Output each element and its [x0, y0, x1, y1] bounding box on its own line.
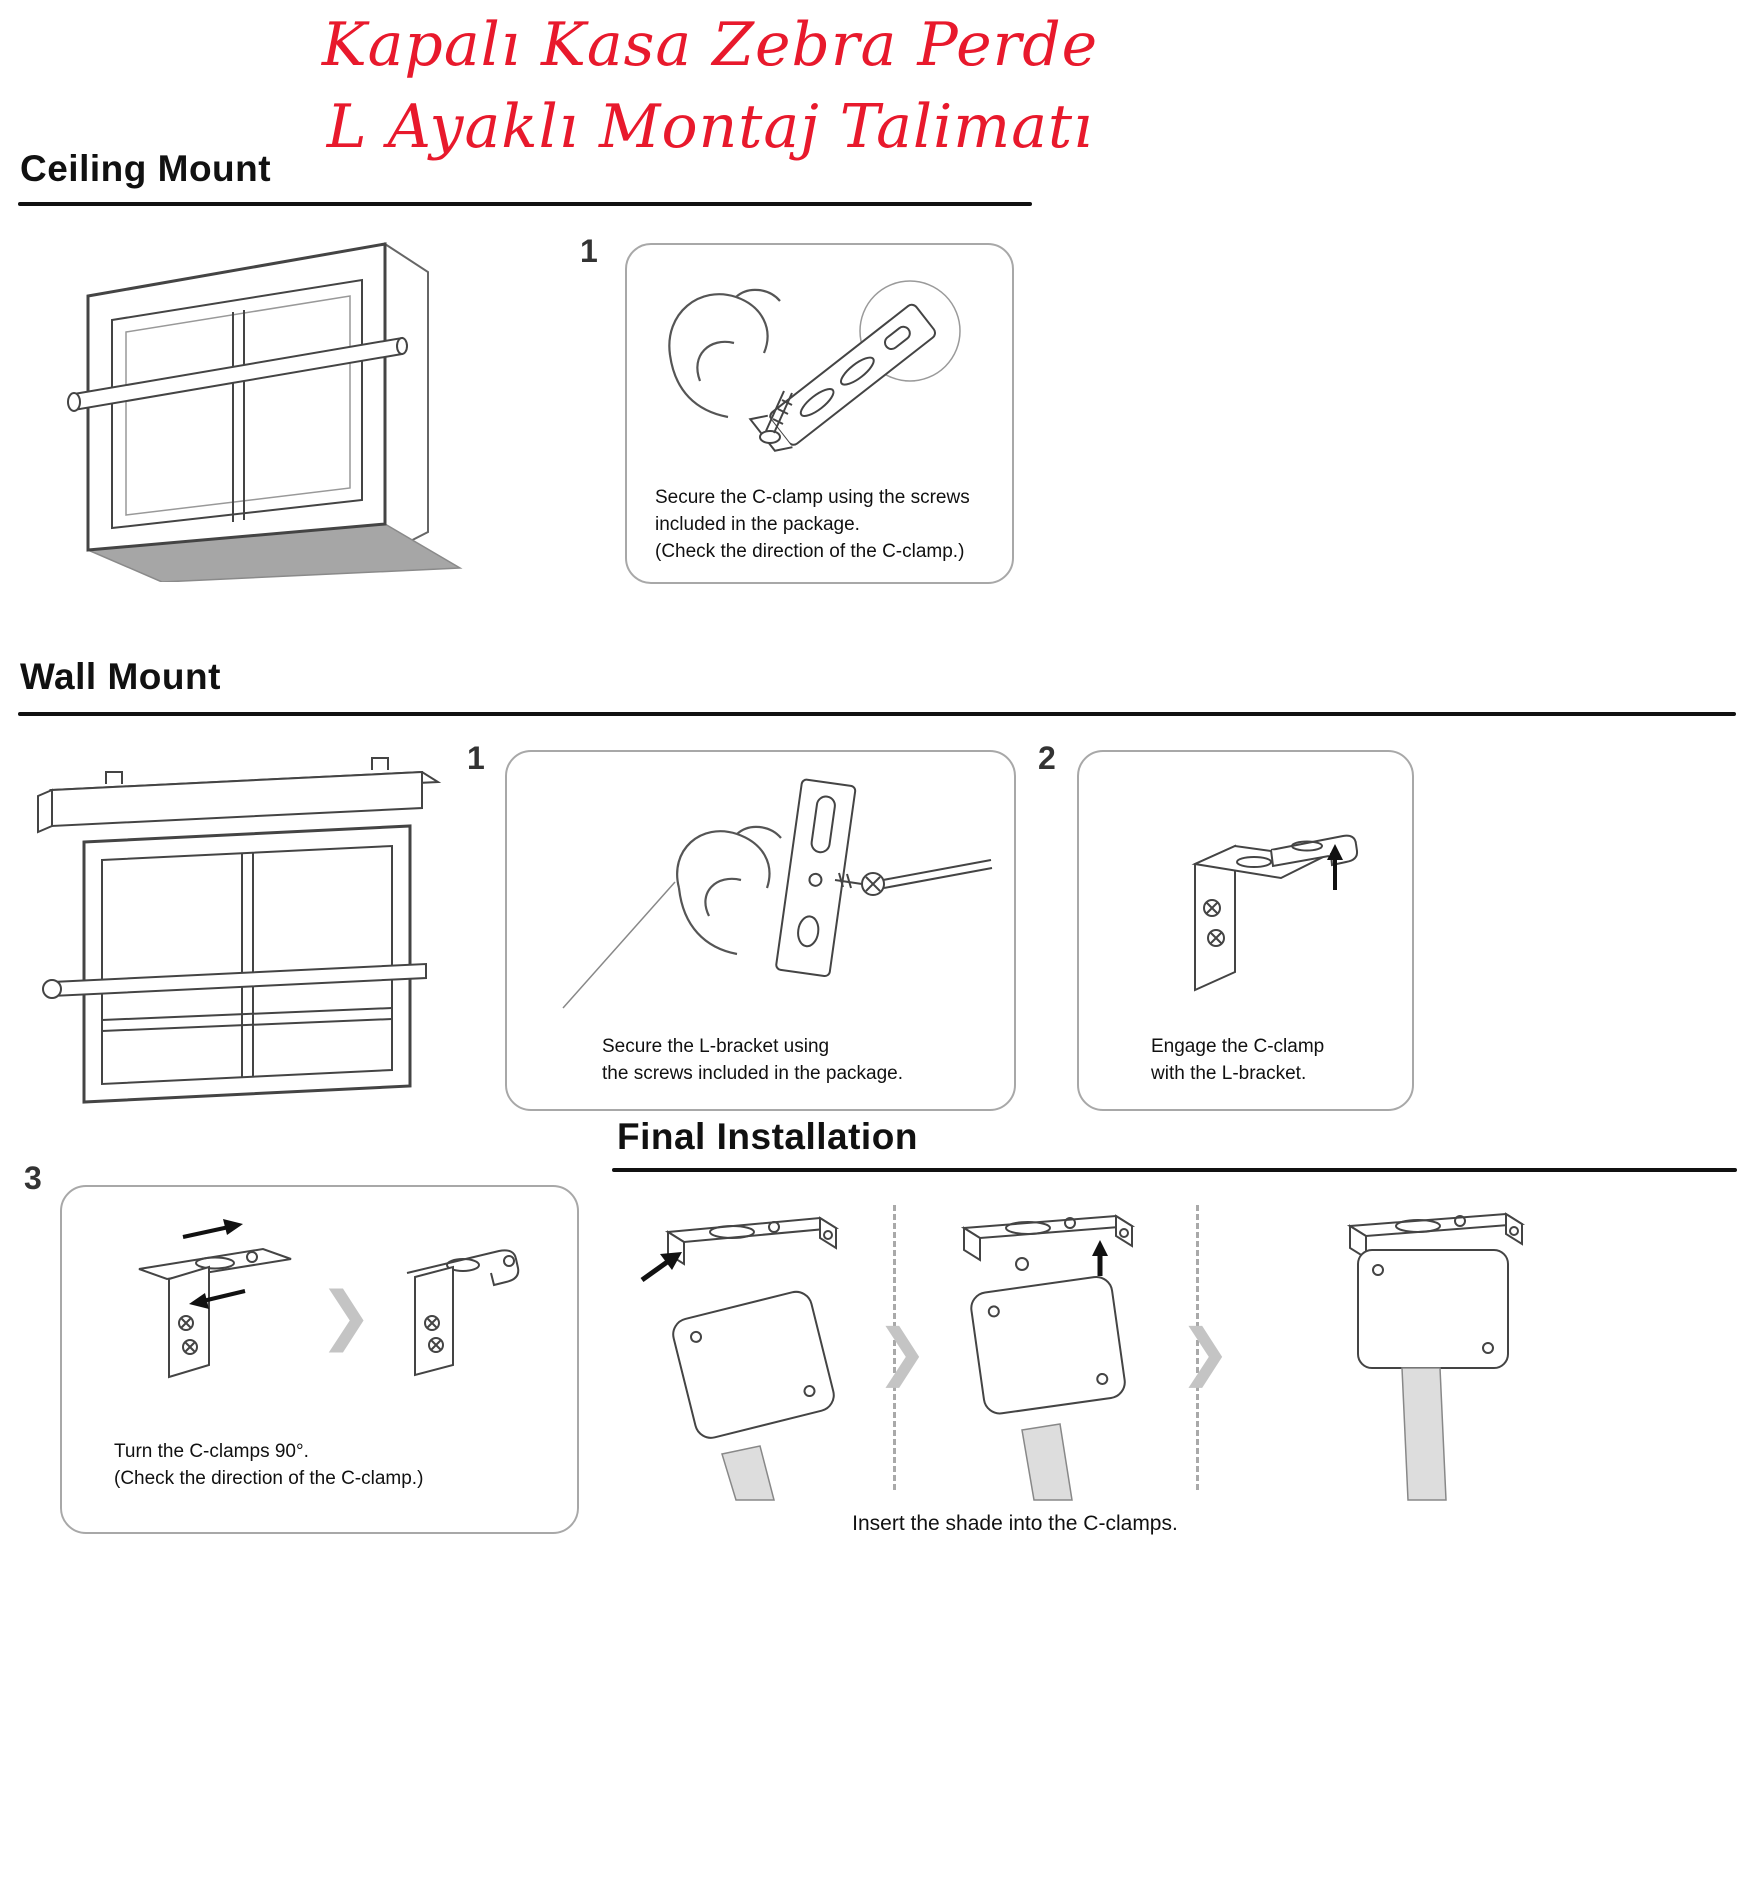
final-installation-heading: Final Installation: [617, 1116, 918, 1157]
insert-shade-caption: Insert the shade into the C-clamps.: [852, 1512, 1178, 1535]
caption-line: included in the package.: [655, 513, 860, 535]
caption-line: with the L-bracket.: [1151, 1062, 1307, 1084]
next-step-chevron: ❯: [876, 1318, 928, 1387]
wall-step-1-caption: Secure the L-bracket using the screws in…: [602, 1034, 1006, 1088]
wall-mount-heading: Wall Mount: [20, 656, 221, 697]
ceiling-step-1-card: Secure the C-clamp using the screws incl…: [625, 243, 1014, 584]
caption-line: (Check the direction of the C-clamp.): [114, 1467, 424, 1489]
wall-step-1-number: 1: [467, 740, 485, 776]
caption-line: Secure the L-bracket using: [602, 1036, 830, 1057]
caption-line: Turn the C-clamps 90°.: [114, 1441, 309, 1462]
ceiling-mount-heading: Ceiling Mount: [20, 148, 272, 189]
panel-separator: [893, 1205, 896, 1490]
wall-step-2-number: 2: [1038, 740, 1056, 776]
insert-shade-panel-1-illustration: [640, 1216, 840, 1501]
ceiling-window-illustration: [67, 242, 463, 582]
page-title-line-1: Kapalı Kasa Zebra Perde: [321, 10, 1099, 80]
c-clamp-screw-hand-illustration: [668, 280, 961, 452]
insert-shade-panel-2-illustration: [960, 1214, 1136, 1501]
wall-step-2-card: Engage the C-clamp with the L-bracket.: [1077, 750, 1414, 1111]
caption-line: Engage the C-clamp: [1151, 1036, 1325, 1057]
l-bracket-screw-hand-illustration: [562, 778, 993, 1009]
final-step-3-number: 3: [24, 1160, 42, 1196]
final-step-3-caption: Turn the C-clamps 90°. (Check the direct…: [114, 1439, 569, 1493]
next-step-chevron: ❯: [1179, 1318, 1231, 1387]
caption-line: Secure the C-clamp using the screws: [655, 487, 970, 508]
panel-separator: [1196, 1205, 1199, 1490]
ceiling-step-1-caption: Secure the C-clamp using the screws incl…: [655, 485, 1004, 566]
caption-line: the screws included in the package.: [602, 1062, 904, 1084]
wall-step-2-caption: Engage the C-clamp with the L-bracket.: [1151, 1034, 1404, 1088]
ceiling-step-1-number: 1: [580, 233, 598, 269]
wall-window-illustration: [37, 757, 442, 1104]
final-step-3-card: ❯ Turn the C-clamps 90°. (Check the dire…: [60, 1185, 579, 1534]
wall-step-1-card: Secure the L-bracket using the screws in…: [505, 750, 1016, 1111]
rotate-clamp-illustration: ❯: [138, 1219, 520, 1379]
caption-line: (Check the direction of the C-clamp.): [655, 540, 965, 562]
svg-text:❯: ❯: [319, 1279, 373, 1353]
insert-shade-panel-3-illustration: [1346, 1212, 1526, 1501]
page-title-line-2: L Ayaklı Montaj Talimatı: [326, 92, 1094, 162]
final-divider: [612, 1168, 1737, 1172]
wall-divider: [18, 712, 1736, 716]
clamp-engage-bracket-illustration: [1191, 834, 1359, 992]
ceiling-divider: [18, 202, 1032, 206]
